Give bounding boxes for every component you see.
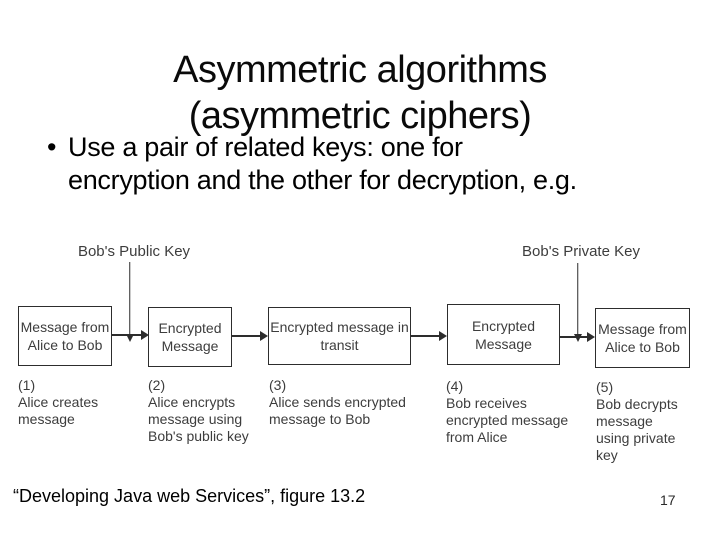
flow-arrow-3-icon bbox=[411, 331, 447, 341]
flow-box-label: Message from Alice to Bob bbox=[20, 319, 110, 353]
arrow-shaft bbox=[232, 335, 262, 337]
page-number: 17 bbox=[660, 492, 676, 508]
arrow-head bbox=[573, 334, 582, 342]
arrow-shaft bbox=[128, 262, 131, 335]
step-caption-3: (3) Alice sends encrypted message to Bob bbox=[269, 377, 411, 428]
step-number: (3) bbox=[269, 377, 287, 393]
arrow-shaft bbox=[576, 263, 579, 335]
step-number: (2) bbox=[148, 377, 166, 393]
arrow-shaft bbox=[560, 336, 589, 338]
arrow-shaft bbox=[112, 334, 143, 336]
flow-box-encrypted-message: Encrypted Message bbox=[148, 307, 232, 367]
step-number: (1) bbox=[18, 377, 36, 393]
flow-box-label: Encrypted message in transit bbox=[270, 319, 409, 353]
flow-box-original-message: Message from Alice to Bob bbox=[18, 306, 112, 366]
bullet-text-line-2: encryption and the other for decryption,… bbox=[68, 165, 577, 195]
flow-box-label: Encrypted Message bbox=[158, 320, 222, 354]
bullet-icon: • bbox=[47, 132, 57, 162]
flow-box-encrypted-message-received: Encrypted Message bbox=[447, 304, 560, 365]
step-text: Alice creates message bbox=[18, 394, 99, 427]
step-number: (4) bbox=[446, 378, 464, 394]
flow-box-message-in-transit: Encrypted message in transit bbox=[268, 307, 411, 365]
step-text: Alice sends encrypted message to Bob bbox=[269, 394, 406, 427]
flow-box-decrypted-message: Message from Alice to Bob bbox=[595, 308, 690, 368]
step-number: (5) bbox=[596, 379, 614, 395]
step-text: Bob receives encrypted message from Alic… bbox=[446, 395, 569, 445]
public-key-label: Bob's Public Key bbox=[77, 243, 191, 260]
arrow-head bbox=[587, 332, 595, 342]
public-key-down-arrow-icon bbox=[124, 262, 135, 342]
flow-arrow-4-icon bbox=[560, 332, 595, 342]
bullet-text: Use a pair of related keys: one for encr… bbox=[68, 131, 577, 197]
step-caption-4: (4) Bob receives encrypted message from … bbox=[446, 378, 570, 446]
step-caption-2: (2) Alice encrypts message using Bob's p… bbox=[148, 377, 254, 445]
flow-arrow-1-icon bbox=[112, 330, 149, 340]
title-line-1: Asymmetric algorithms bbox=[173, 49, 547, 92]
step-caption-1: (1) Alice creates message bbox=[18, 377, 113, 428]
title-line-2: (asymmetric ciphers) bbox=[188, 95, 532, 138]
flow-box-label: Encrypted Message bbox=[471, 317, 536, 352]
step-text: Alice encrypts message using Bob's publi… bbox=[148, 394, 249, 444]
arrow-head bbox=[260, 331, 268, 341]
arrow-head bbox=[125, 334, 134, 342]
flow-box-label: Message from Alice to Bob bbox=[598, 321, 687, 355]
bullet-item: • Use a pair of related keys: one for en… bbox=[47, 131, 687, 197]
step-text: Bob decrypts message using private key bbox=[596, 396, 678, 463]
private-key-down-arrow-icon bbox=[572, 263, 583, 342]
arrow-shaft bbox=[411, 335, 441, 337]
slide-title: Asymmetric algorithms (asymmetric cipher… bbox=[0, 47, 720, 139]
footer-citation: “Developing Java web Services”, figure 1… bbox=[13, 486, 366, 506]
bullet-text-line-1: Use a pair of related keys: one for bbox=[68, 132, 463, 162]
flow-arrow-2-icon bbox=[232, 331, 268, 341]
private-key-label: Bob's Private Key bbox=[522, 243, 640, 260]
step-caption-5: (5) Bob decrypts message using private k… bbox=[596, 379, 682, 464]
arrow-head bbox=[439, 331, 447, 341]
arrow-head bbox=[141, 330, 149, 340]
